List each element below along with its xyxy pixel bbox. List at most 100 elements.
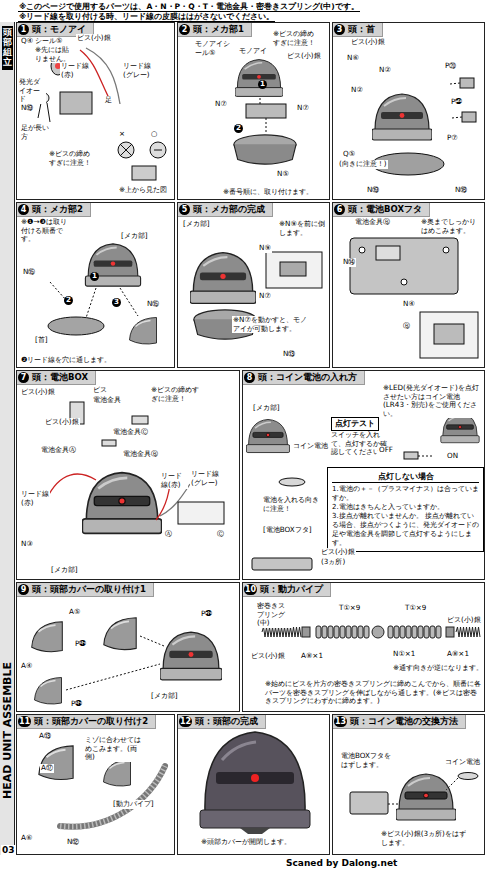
- drawing-shape: [46, 474, 96, 500]
- drawing-shape: [32, 622, 63, 652]
- drawing-shape: [120, 144, 132, 156]
- part-number: N①×1: [392, 650, 416, 659]
- part-number: N⑬: [282, 350, 296, 359]
- spring-stroke: [400, 626, 405, 638]
- part-number: P⑳: [444, 62, 457, 71]
- drawing-shape: [420, 312, 478, 358]
- callout-text: [メカ部]: [50, 566, 79, 575]
- callout-text: Ⓑ: [402, 322, 411, 331]
- callout-text: ビス(小)銀: [446, 616, 482, 625]
- step-header: 11頭：頭部カバーの取り付け2: [17, 715, 156, 729]
- callout-text: ビス(小)銀: [44, 418, 80, 427]
- spring-stroke: [352, 626, 357, 638]
- drawing-shape: [434, 324, 464, 344]
- box-text: 1.電池の＋－（プラスマイナス）は合っていますか。: [332, 485, 479, 503]
- callout-text: ※通す向きが逆になります。: [392, 664, 484, 673]
- callout-text: [動力パイプ]: [112, 800, 155, 809]
- drawing-shape: [130, 318, 157, 345]
- drawing-shape: [48, 317, 104, 335]
- step-title: 頭：メカ部1: [193, 24, 244, 35]
- step-number: 12: [179, 716, 192, 727]
- drawing-shape: [85, 244, 140, 286]
- step-title: 頭：メカ部の完成: [193, 204, 265, 215]
- drawing-shape: [38, 103, 50, 122]
- callout-text: 密巻きスプリング(中): [256, 602, 292, 628]
- callout-text: 電池BOXフタをはずします。: [340, 752, 394, 769]
- spring-stroke: [388, 626, 393, 638]
- spring-stroke: [358, 626, 363, 638]
- part-number: N⑲: [366, 186, 380, 195]
- drawing-shape: [156, 484, 170, 520]
- callout-text: ※上から見た図: [118, 186, 168, 195]
- callout-text: リード線(赤): [20, 490, 50, 507]
- drawing-shape: [458, 773, 478, 780]
- callout-text: ※先には貼りません。: [34, 46, 76, 63]
- part-number: N⑦: [258, 292, 272, 301]
- drawing-shape: [60, 766, 165, 827]
- callout-text: リード線(グレー): [122, 62, 154, 79]
- drawing-shape: [178, 502, 224, 524]
- step-title: 頭：コイン電池の入れ方: [258, 372, 357, 383]
- callout-text: 電池金具Ⓐ: [40, 446, 77, 455]
- page-label: 03: [1, 845, 16, 856]
- step-number: 7: [18, 372, 29, 383]
- drawing-shape: [104, 760, 131, 787]
- drawing-shape: [401, 279, 407, 285]
- callout-text: モノアイシール⑤: [194, 40, 236, 57]
- callout-text: [メカ部]: [182, 220, 211, 229]
- monoeye-parts: [38, 48, 166, 180]
- drawing-shape: [190, 253, 256, 304]
- drawing-shape: [200, 810, 310, 828]
- drawing-shape: [150, 142, 166, 158]
- step-title: 頭：電池BOX: [32, 372, 88, 383]
- step-header: 12頭：頭部の完成: [178, 715, 266, 729]
- drawing-shape: [252, 558, 312, 570]
- callout-text: [メカ部]: [120, 232, 149, 241]
- step-header: 7頭：電池BOX: [17, 371, 96, 385]
- note-box: 点灯しない場合1.電池の＋－（プラスマイナス）は合っていますか。2.電池はきちん…: [327, 467, 484, 552]
- drawing-shape: [60, 766, 165, 827]
- callout-text: ※ビスの締めすぎに注意！: [272, 30, 318, 47]
- drawing-shape: [104, 618, 136, 650]
- drawing-shape: [132, 166, 156, 180]
- callout-text: リード線(赤): [160, 472, 188, 489]
- drawing-shape: [132, 416, 148, 424]
- spring-stroke: [302, 627, 310, 637]
- power-pipe-spring: [262, 626, 480, 638]
- drawing-shape: [118, 142, 134, 158]
- callout-text: 電池金具Ⓑ: [122, 450, 159, 459]
- drawing-shape: [246, 104, 286, 118]
- part-number: N③: [20, 540, 34, 549]
- step-header: 13頭：コイン電池の交換方法: [333, 715, 466, 729]
- drawing-shape: [251, 774, 259, 782]
- battery-box-lid: [350, 238, 478, 358]
- step-number: 13: [334, 716, 347, 727]
- step-title: 頭：メカ部2: [32, 204, 83, 215]
- mecha-complete: [190, 252, 322, 339]
- spring-stroke: [446, 627, 454, 637]
- spring-stroke: [424, 626, 429, 638]
- callout-text: 発光ダイオード: [18, 78, 46, 104]
- part-number: N⑥: [346, 54, 360, 63]
- callout-text: [首]: [34, 336, 49, 345]
- page-note: ※リード線を取り付ける時、リード線の皮膜ははがさないでください。: [18, 12, 275, 22]
- step-header: 9頭：頭部カバーの取り付け1: [17, 583, 154, 597]
- part-number: N⑱: [454, 186, 468, 195]
- drawing-shape: [102, 440, 116, 446]
- completed-head: [200, 732, 310, 834]
- part-number: Q⑤: [342, 150, 356, 159]
- part-number: P㊳: [200, 610, 213, 619]
- spring-stroke: [262, 627, 301, 637]
- battery-replace: [350, 773, 478, 821]
- callout-text: ビス(小)銀: [320, 548, 356, 557]
- callout-text: ※奥までしっかりはめこみます。: [420, 218, 484, 235]
- box-text: 3.接点が離れていませんか。 接点が離れている場合、接点がつくように、発光ダイオ…: [332, 512, 479, 548]
- page-note: ※このページで使用するパーツは、A・N・P・Q・T・電池金具・密巻きスプリング(…: [18, 2, 360, 12]
- part-number: P㊽: [74, 640, 87, 649]
- part-number: A⑧×1: [446, 650, 470, 659]
- part-number: T①×9: [338, 604, 361, 613]
- callout-text: 足が長い方: [20, 124, 52, 141]
- callout-text: ○: [150, 130, 158, 139]
- step-number: 11: [18, 716, 31, 727]
- margin-band: [0, 22, 15, 855]
